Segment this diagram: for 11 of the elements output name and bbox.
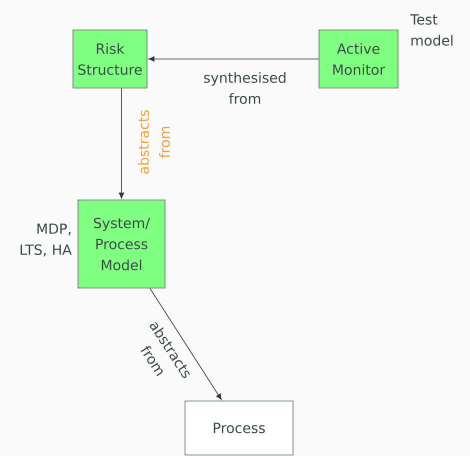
side-note: MDP, LTS, HA — [20, 224, 72, 256]
arrow — [118, 88, 124, 199]
process-box: Process — [184, 400, 294, 456]
side-note: Test model — [410, 14, 452, 46]
process-box: Active Monitor — [318, 30, 398, 88]
edge-label: abstracts from — [138, 110, 170, 174]
edge-label: synthesised from — [204, 72, 286, 104]
process-box: System/ Process Model — [78, 200, 166, 288]
arrow — [150, 288, 222, 400]
process-box: Risk Structure — [72, 30, 148, 88]
arrow — [148, 56, 319, 62]
